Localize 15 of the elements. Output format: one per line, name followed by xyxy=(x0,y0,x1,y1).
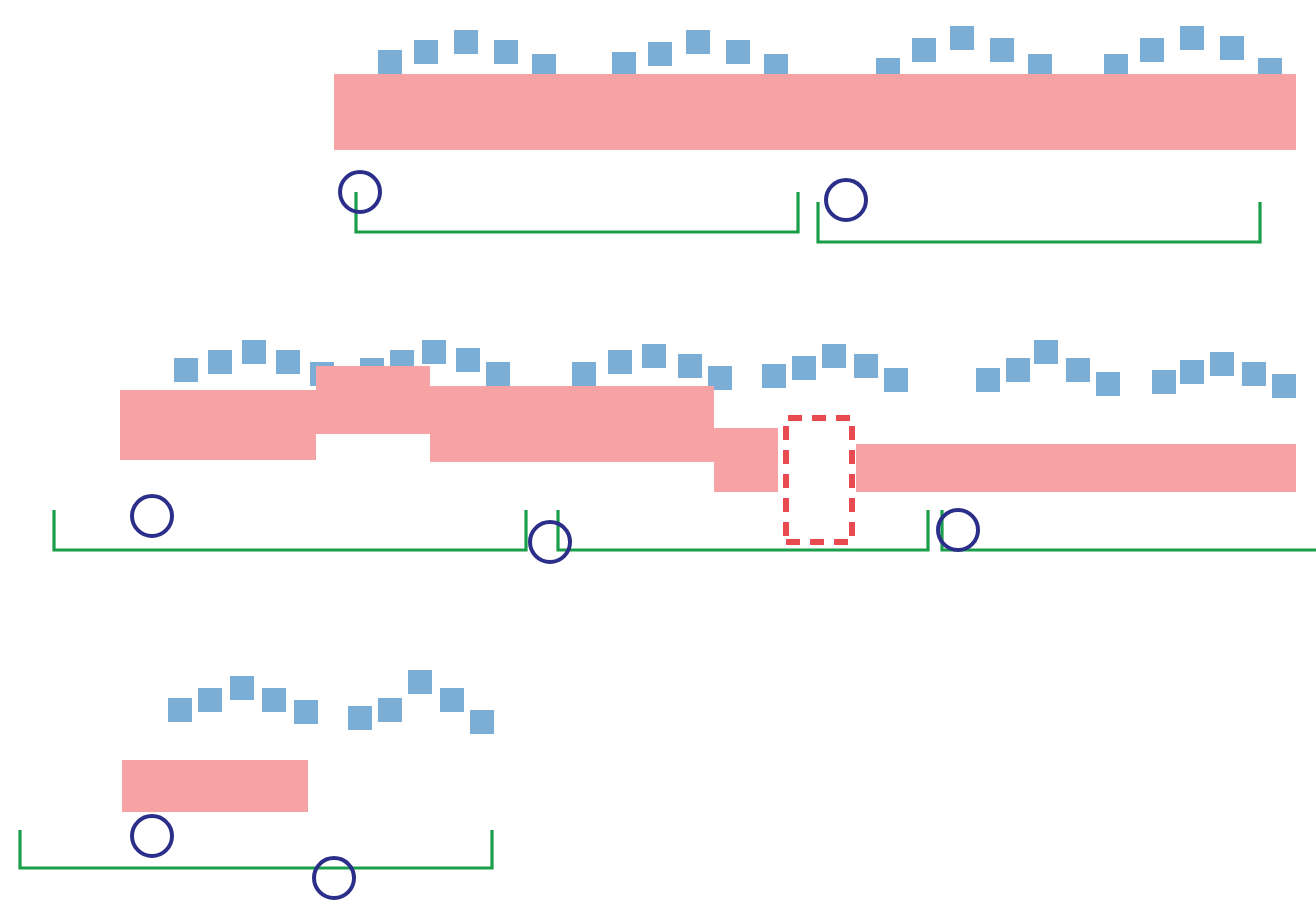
bar xyxy=(122,760,308,812)
circle-marker xyxy=(130,494,174,538)
bar xyxy=(120,390,316,460)
circle-marker xyxy=(824,178,868,222)
circle-marker xyxy=(528,520,572,564)
circle-marker xyxy=(312,856,356,900)
circle-marker xyxy=(338,170,382,214)
bar xyxy=(856,444,1296,492)
bar xyxy=(334,74,814,150)
bar xyxy=(714,428,778,492)
bar xyxy=(316,366,430,434)
circle-marker xyxy=(130,814,174,858)
dashed-box xyxy=(783,415,855,545)
bar xyxy=(814,74,1296,150)
circle-marker xyxy=(936,508,980,552)
